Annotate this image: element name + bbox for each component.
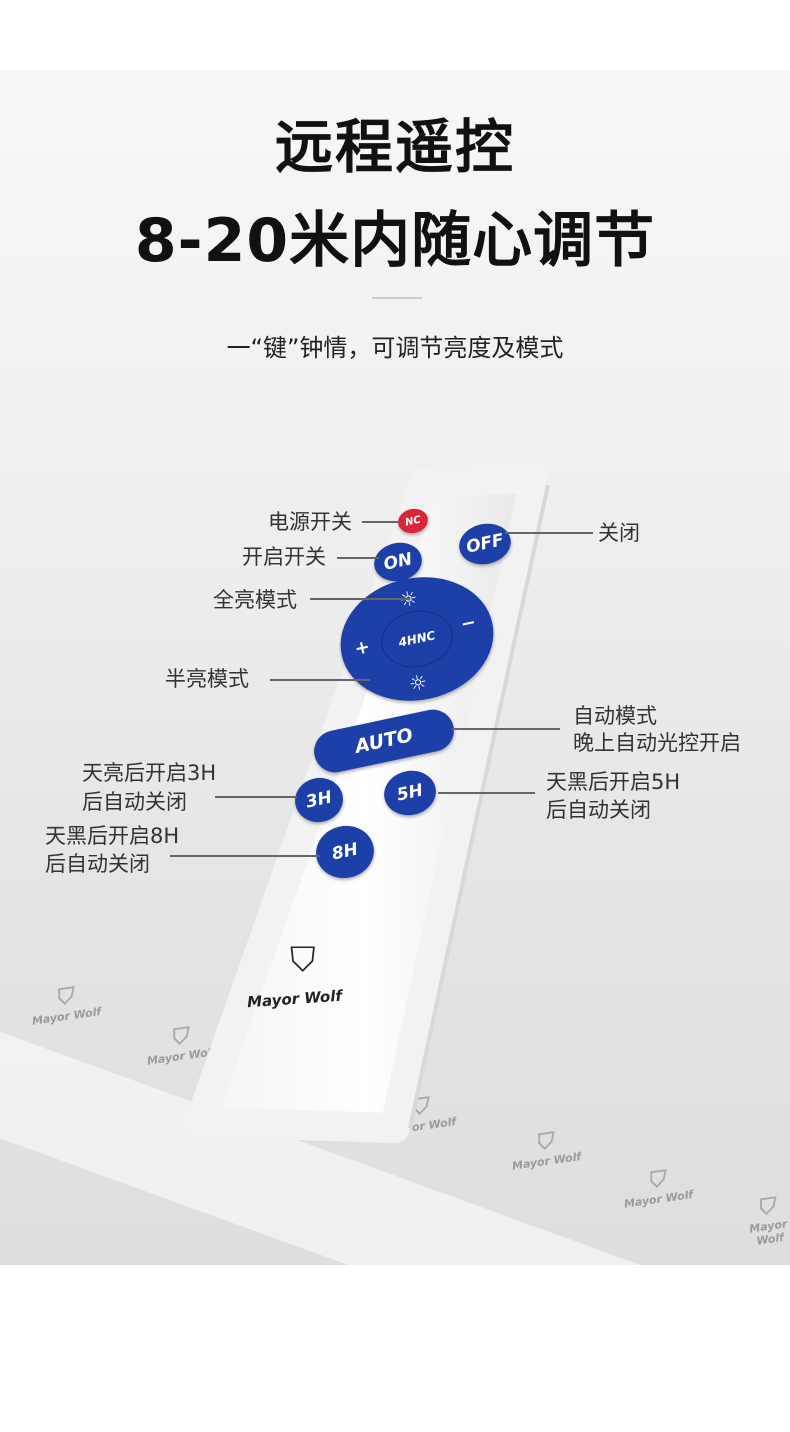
- bottom-margin: [0, 1265, 790, 1304]
- half-brightness-icon[interactable]: ☼: [406, 669, 430, 697]
- label-power: 电源开关: [268, 510, 352, 534]
- subtitle: 一“键”钟情，可调节亮度及模式: [226, 334, 564, 362]
- minus-button[interactable]: −: [458, 611, 478, 636]
- label-half: 半亮模式: [165, 667, 249, 691]
- label-full: 全亮模式: [213, 588, 297, 612]
- label-8h-desc: 后自动关闭: [45, 852, 150, 876]
- leader-line: [362, 521, 398, 523]
- label-5h: 天黑后开启5H: [546, 770, 681, 794]
- leader-line: [452, 728, 560, 730]
- headline: 8-20米内随心调节: [134, 206, 656, 276]
- label-3h: 天亮后开启3H: [82, 761, 217, 785]
- label-auto-desc: 晚上自动光控开启: [573, 731, 741, 755]
- leader-line: [337, 557, 379, 559]
- divider: [372, 297, 422, 299]
- wolf-logo-icon: ⛉: [290, 940, 316, 980]
- plus-button[interactable]: +: [352, 636, 372, 660]
- page-title: 远程遥控: [274, 113, 515, 181]
- label-3h-desc: 后自动关闭: [82, 790, 187, 814]
- leader-line: [270, 679, 370, 681]
- leader-line: [438, 792, 535, 794]
- label-5h-desc: 后自动关闭: [546, 798, 651, 822]
- label-off: 关闭: [598, 521, 640, 545]
- mode-button[interactable]: 4HNC: [375, 604, 459, 674]
- leader-line: [170, 855, 320, 857]
- leader-line: [310, 598, 410, 600]
- leader-line: [505, 532, 593, 534]
- label-auto: 自动模式: [573, 704, 657, 728]
- label-on: 开启开关: [242, 545, 326, 569]
- label-8h: 天黑后开启8H: [45, 824, 180, 848]
- leader-line: [215, 796, 297, 798]
